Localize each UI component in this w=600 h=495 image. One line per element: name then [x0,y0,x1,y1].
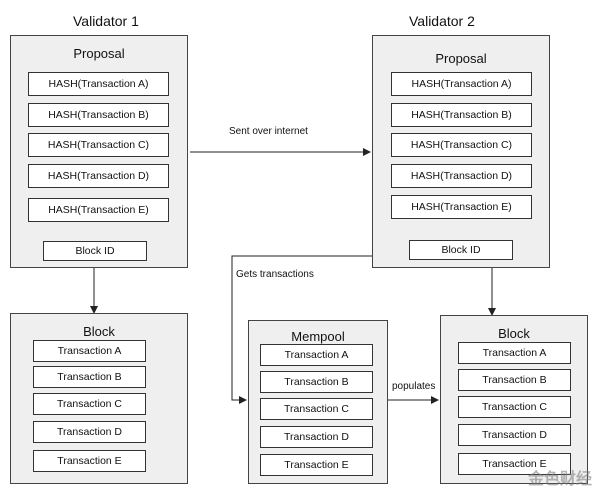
validator-2-proposal-panel: Proposal HASH(Transaction A) HASH(Transa… [372,35,550,268]
hash-box: HASH(Transaction C) [28,133,169,157]
validator-1-proposal-panel: Proposal HASH(Transaction A) HASH(Transa… [10,35,188,268]
transaction-box: Transaction C [260,398,373,420]
transaction-box: Transaction A [260,344,373,366]
block-title: Block [83,324,115,339]
transaction-box: Transaction E [260,454,373,476]
transaction-box: Transaction D [33,421,146,443]
hash-box: HASH(Transaction B) [391,103,532,127]
validator-2-title: Validator 2 [409,13,475,29]
label-gets-transactions: Gets transactions [236,269,314,280]
transaction-box: Transaction C [458,396,571,418]
proposal-title: Proposal [435,51,487,66]
hash-box: HASH(Transaction D) [28,164,169,188]
hash-box: HASH(Transaction E) [28,198,169,222]
mempool-title: Mempool [291,329,345,344]
transaction-box: Transaction E [458,453,571,475]
hash-box: HASH(Transaction C) [391,133,532,157]
validator-2-block-panel: Block Transaction A Transaction B Transa… [440,315,588,484]
hash-box: HASH(Transaction E) [391,195,532,219]
hash-box: HASH(Transaction A) [391,72,532,96]
transaction-box: Transaction D [260,426,373,448]
transaction-box: Transaction B [260,371,373,393]
block-id-box: Block ID [43,241,147,261]
hash-box: HASH(Transaction A) [28,72,169,96]
hash-box: HASH(Transaction B) [28,103,169,127]
mempool-panel: Mempool Transaction A Transaction B Tran… [248,320,388,484]
arrow-gets-transactions [231,255,372,404]
transaction-box: Transaction A [458,342,571,364]
transaction-box: Transaction D [458,424,571,446]
transaction-box: Transaction C [33,393,146,415]
hash-box: HASH(Transaction D) [391,164,532,188]
validator-1-title: Validator 1 [73,13,139,29]
label-sent-over-internet: Sent over internet [229,126,308,137]
validator-1-block-panel: Block Transaction A Transaction B Transa… [10,313,188,484]
label-populates: populates [392,381,436,392]
block-title: Block [498,326,530,341]
block-id-box: Block ID [409,240,513,260]
transaction-box: Transaction E [33,450,146,472]
transaction-box: Transaction B [458,369,571,391]
proposal-title: Proposal [73,46,125,61]
transaction-box: Transaction B [33,366,146,388]
watermark: 金色财经 [527,471,592,488]
transaction-box: Transaction A [33,340,146,362]
